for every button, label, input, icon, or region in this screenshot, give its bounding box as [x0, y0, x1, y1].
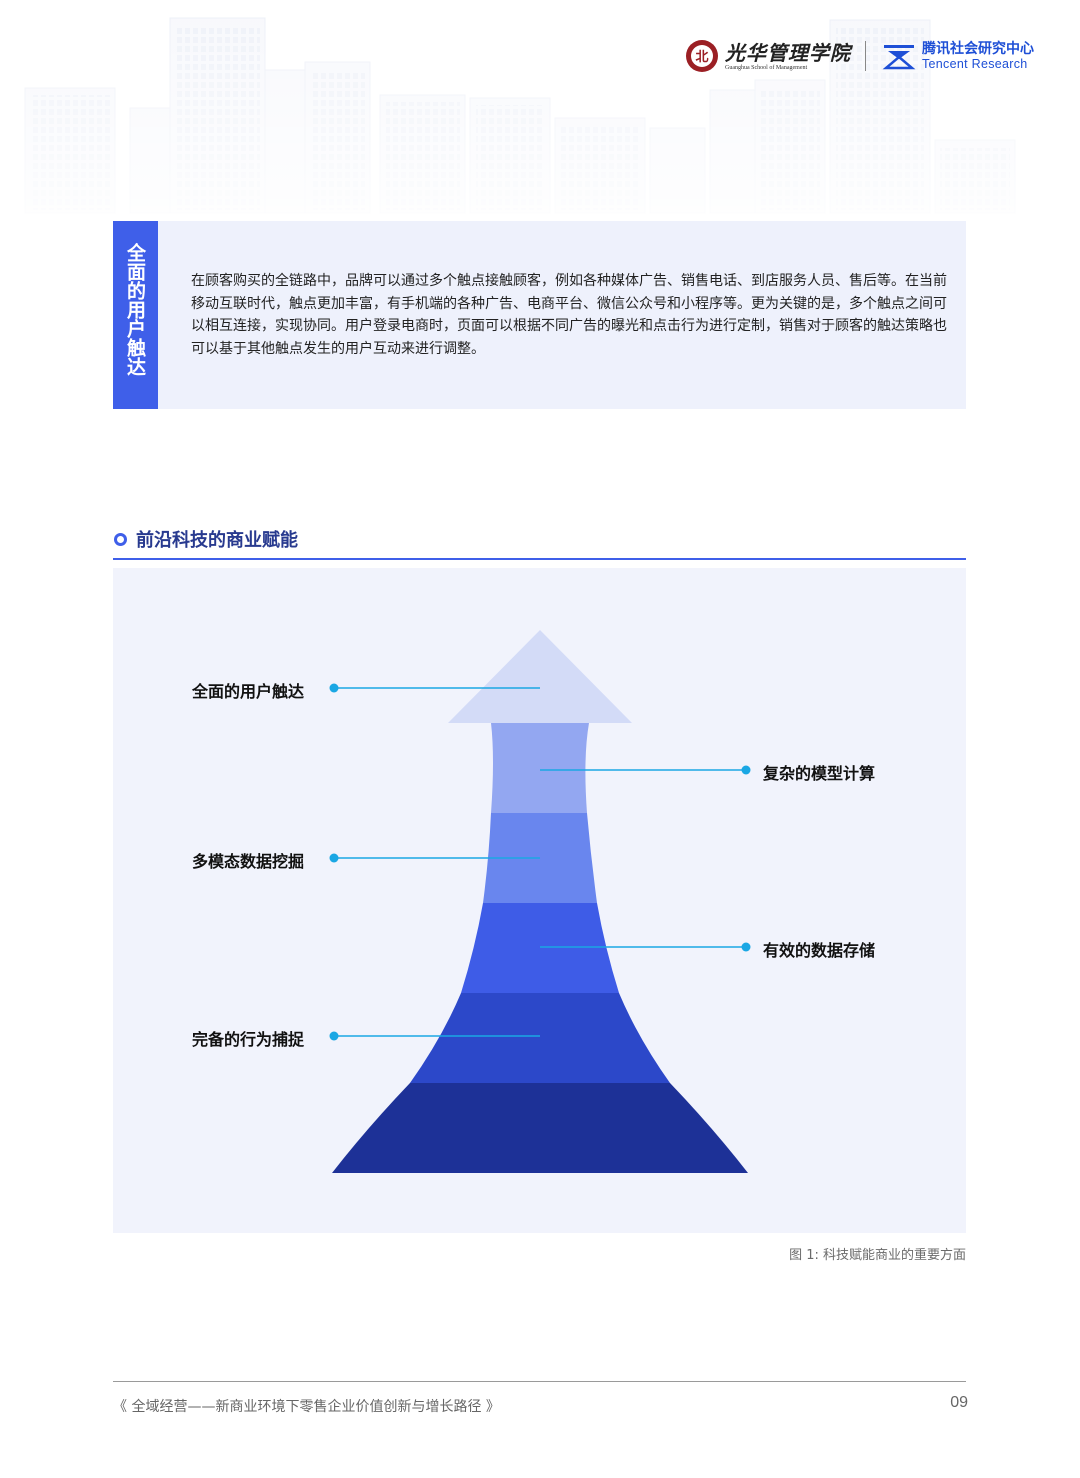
- arrow-band-1: [491, 723, 589, 813]
- footer-divider: [113, 1381, 966, 1382]
- header-logos: 北 光华管理学院 Guanghua School of Management 腾…: [685, 36, 1034, 76]
- svg-text:北: 北: [695, 50, 708, 65]
- connector-dot-full-reach: [329, 683, 339, 693]
- arrow-band-5: [332, 1083, 748, 1173]
- intro-title: 全面的用户触达: [124, 243, 146, 376]
- arrow-head: [448, 630, 632, 723]
- footer-title: 《 全域经营——新商业环境下零售企业价值创新与增长路径 》: [113, 1399, 500, 1415]
- label-complex-model: 复杂的模型计算: [763, 764, 876, 783]
- tencent-research-icon: [882, 45, 916, 70]
- arrow-band-3: [461, 903, 619, 993]
- label-multimodal: 多模态数据挖掘: [192, 852, 305, 871]
- figure-caption: 图 1: 科技赋能商业的重要方面: [789, 1248, 966, 1263]
- tencent-research-name-en: Tencent Research: [922, 57, 1028, 71]
- pku-name: 光华管理学院: [725, 40, 851, 65]
- arrow-band-4: [410, 993, 670, 1083]
- tencent-research-name: 腾讯社会研究中心: [922, 41, 1034, 57]
- label-behavior: 完备的行为捕捉: [192, 1030, 305, 1049]
- label-storage: 有效的数据存储: [763, 941, 876, 960]
- section-title: 前沿科技的商业赋能: [136, 530, 298, 551]
- connector-dot-storage: [741, 942, 751, 952]
- section-heading: 前沿科技的商业赋能: [113, 524, 966, 560]
- connector-dot-multimodal: [329, 853, 339, 863]
- figure-panel: 全面的用户触达 复杂的模型计算 多模态数据挖掘 有效的数据存储 完备的行为捕捉: [113, 568, 966, 1233]
- connector-dot-complex-model: [741, 765, 751, 775]
- intro-side-bar: 全面的用户触达: [113, 221, 158, 409]
- pku-name-en: Guanghua School of Management: [725, 64, 808, 71]
- intro-box: 全面的用户触达 在顾客购买的全链路中，品牌可以通过多个触点接触顾客，例如各种媒体…: [113, 221, 966, 409]
- connector-dot-behavior: [329, 1031, 339, 1041]
- pku-seal-icon: 北: [686, 40, 718, 72]
- page-number: 09: [950, 1394, 968, 1411]
- logo-divider: [865, 41, 866, 71]
- intro-paragraph: 在顾客购买的全链路中，品牌可以通过多个触点接触顾客，例如各种媒体广告、销售电话、…: [191, 273, 947, 357]
- tencent-research-logo: 腾讯社会研究中心 Tencent Research: [882, 41, 1034, 71]
- label-full-reach: 全面的用户触达: [192, 682, 305, 701]
- pku-logo: 北 光华管理学院 Guanghua School of Management: [685, 39, 851, 73]
- section-bullet-icon: [114, 533, 127, 546]
- arrow-diagram: [329, 630, 751, 1173]
- skyline-background: [0, 0, 1080, 215]
